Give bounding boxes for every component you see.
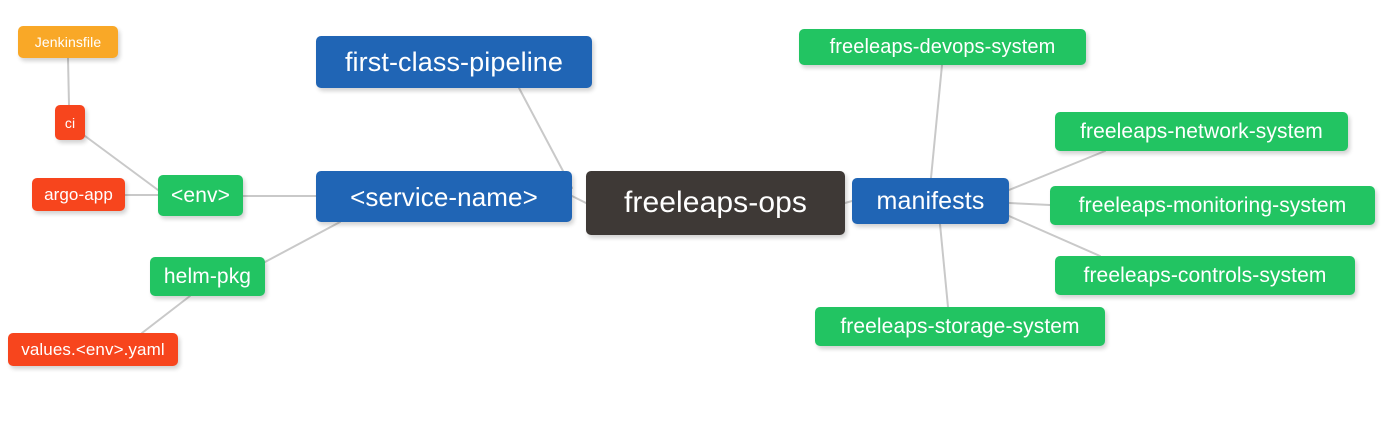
node-freeleaps-monitoring-system[interactable]: freeleaps-monitoring-system [1050,186,1375,225]
edge-manifests-to-freeleaps-devops-system [930,64,943,179]
node-argo-app[interactable]: argo-app [32,178,125,211]
node-freeleaps-storage-system[interactable]: freeleaps-storage-system [815,307,1105,346]
edge-ci-to-jenkinsfile [67,57,70,106]
node-freeleaps-controls-system[interactable]: freeleaps-controls-system [1055,256,1355,295]
edge-freeleaps-ops-to-service-name [571,195,587,204]
node-values-env-yaml[interactable]: values.<env>.yaml [8,333,178,366]
node-first-class-pipeline[interactable]: first-class-pipeline [316,36,592,88]
node-jenkinsfile[interactable]: Jenkinsfile [18,26,118,58]
edge-service-name-to-helm-pkg [264,221,341,263]
node-freeleaps-network-system[interactable]: freeleaps-network-system [1055,112,1348,151]
edge-manifests-to-freeleaps-storage-system [939,223,949,308]
node-ci[interactable]: ci [55,105,85,140]
node-env[interactable]: <env> [158,175,243,216]
node-helm-pkg[interactable]: helm-pkg [150,257,265,296]
edge-helm-pkg-to-values-env-yaml [141,295,191,334]
edge-freeleaps-ops-to-manifests [844,200,853,204]
node-freeleaps-ops[interactable]: freeleaps-ops [586,171,845,235]
node-service-name[interactable]: <service-name> [316,171,572,222]
edge-manifests-to-freeleaps-network-system [1008,150,1106,191]
node-freeleaps-devops-system[interactable]: freeleaps-devops-system [799,29,1086,65]
node-manifests[interactable]: manifests [852,178,1009,224]
edge-manifests-to-freeleaps-monitoring-system [1008,202,1051,206]
